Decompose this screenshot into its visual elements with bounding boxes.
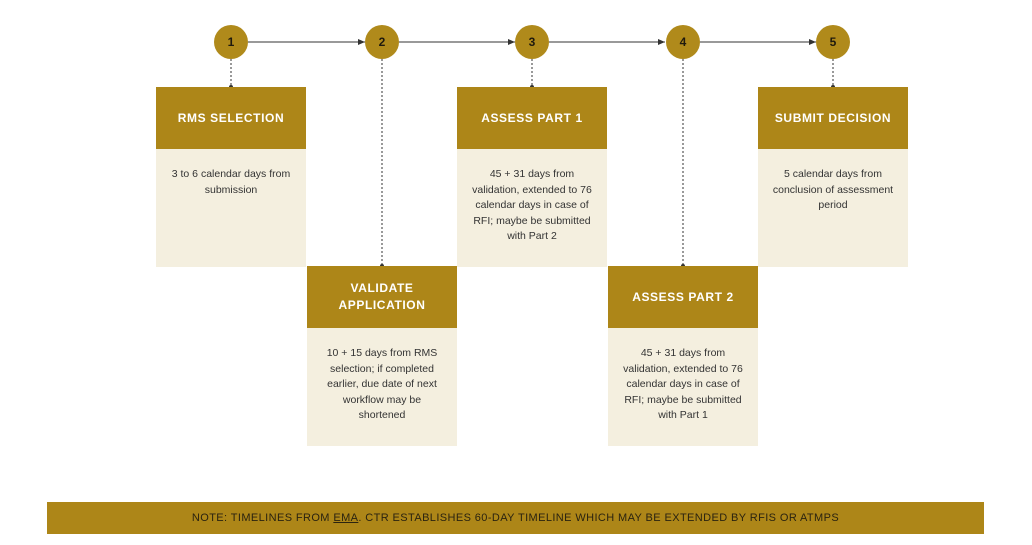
step-1-title: RMS SELECTION	[156, 87, 306, 149]
step-4-card: ASSESS PART 2 45 + 31 days from validati…	[608, 266, 758, 446]
step-1-marker: 1	[214, 25, 248, 59]
step-2-title: VALIDATE APPLICATION	[307, 266, 457, 328]
step-3-card: ASSESS PART 1 45 + 31 days from validati…	[457, 87, 607, 267]
step-2-number: 2	[378, 35, 386, 49]
step-3-title: ASSESS PART 1	[457, 87, 607, 149]
step-4-number: 4	[679, 35, 687, 49]
step-1-number: 1	[227, 35, 235, 49]
step-3-number: 3	[528, 35, 536, 49]
step-2-marker: 2	[365, 25, 399, 59]
step-2-card: VALIDATE APPLICATION 10 + 15 days from R…	[307, 266, 457, 446]
step-5-title: SUBMIT DECISION	[758, 87, 908, 149]
step-5-description: 5 calendar days from conclusion of asses…	[758, 149, 908, 267]
note-suffix: . CTR ESTABLISHES 60-DAY TIMELINE WHICH …	[358, 512, 840, 524]
step-5-card: SUBMIT DECISION 5 calendar days from con…	[758, 87, 908, 267]
step-5-marker: 5	[816, 25, 850, 59]
step-4-marker: 4	[666, 25, 700, 59]
step-3-description: 45 + 31 days from validation, extended t…	[457, 149, 607, 267]
step-3-marker: 3	[515, 25, 549, 59]
step-1-description: 3 to 6 calendar days from submission	[156, 149, 306, 267]
dotted-connectors	[230, 59, 834, 265]
note-bar: NOTE: TIMELINES FROM EMA. CTR ESTABLISHE…	[47, 502, 984, 534]
step-4-title: ASSESS PART 2	[608, 266, 758, 328]
ema-link[interactable]: EMA	[333, 512, 359, 524]
step-4-description: 45 + 31 days from validation, extended t…	[608, 328, 758, 446]
step-1-card: RMS SELECTION 3 to 6 calendar days from …	[156, 87, 306, 267]
step-5-number: 5	[829, 35, 837, 49]
note-prefix: NOTE: TIMELINES FROM	[191, 512, 334, 524]
step-2-description: 10 + 15 days from RMS selection; if comp…	[307, 328, 457, 446]
